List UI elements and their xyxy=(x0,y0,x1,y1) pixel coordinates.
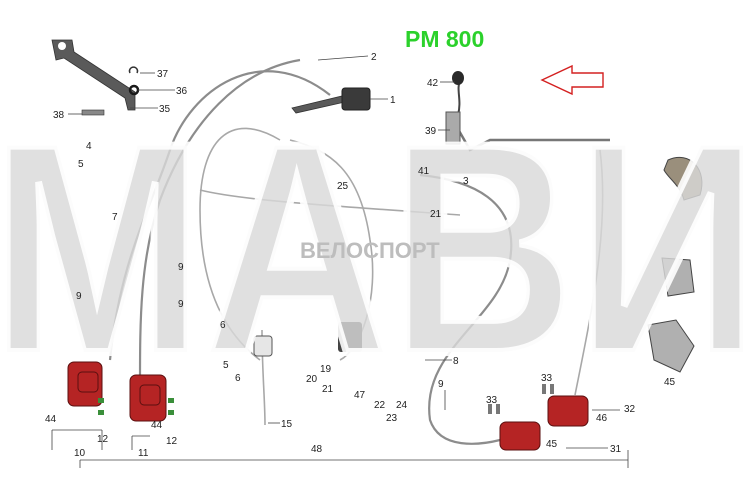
label-47: 47 xyxy=(354,390,366,401)
spring-clip xyxy=(128,66,139,74)
label-23: 23 xyxy=(386,413,398,424)
label-37: 37 xyxy=(157,69,169,80)
part-labels: 1 2 3 4 5 5 6 6 7 8 9 9 9 9 10 11 12 12 … xyxy=(45,52,676,459)
bolt xyxy=(168,410,174,415)
label-42: 42 xyxy=(427,78,439,89)
label-2: 2 xyxy=(371,52,377,63)
arrow-left-outline-icon xyxy=(540,64,604,96)
label-33a: 33 xyxy=(486,395,498,406)
label-33b: 33 xyxy=(541,373,553,384)
valve-block xyxy=(338,322,362,352)
watermark: MABИ ВЕЛОСПОРТ xyxy=(0,76,746,420)
caliper-piston xyxy=(139,384,161,406)
label-5a: 5 xyxy=(78,159,84,170)
label-21a: 21 xyxy=(322,384,334,395)
label-36: 36 xyxy=(176,86,188,97)
brake-hoses xyxy=(108,58,604,445)
brake-lever-assembly xyxy=(291,87,371,114)
label-20: 20 xyxy=(306,374,318,385)
brake-pad xyxy=(647,319,695,373)
label-9d: 9 xyxy=(438,379,444,390)
label-41: 41 xyxy=(418,166,430,177)
rear-brake-hose xyxy=(419,173,513,445)
label-31: 31 xyxy=(610,444,622,455)
label-8: 8 xyxy=(453,356,459,367)
rear-brake-hose-2 xyxy=(574,149,604,396)
label-7: 7 xyxy=(112,212,118,223)
brake-pad xyxy=(661,257,695,297)
label-9a: 9 xyxy=(178,262,184,273)
front-brake-hose xyxy=(108,70,331,361)
label-5b: 5 xyxy=(223,360,229,371)
rear-linkage xyxy=(445,71,610,152)
pin xyxy=(81,109,105,116)
rear-caliper-upper xyxy=(547,395,589,427)
label-21b: 21 xyxy=(430,209,442,220)
bolt xyxy=(550,384,554,394)
label-38: 38 xyxy=(53,110,65,121)
rear-caliper-lower xyxy=(499,421,541,451)
bolts xyxy=(98,322,554,415)
label-25: 25 xyxy=(337,181,349,192)
watermark-text: MABИ xyxy=(0,80,746,416)
bolt xyxy=(168,398,174,403)
front-caliper-left xyxy=(67,361,103,407)
bolt xyxy=(488,404,492,414)
label-6a: 6 xyxy=(220,320,226,331)
caliper-piston xyxy=(77,371,99,393)
hose-loop-left xyxy=(199,127,281,361)
label-45a: 45 xyxy=(546,439,558,450)
label-10: 10 xyxy=(74,448,86,459)
adjuster-knob xyxy=(452,71,464,85)
label-44a: 44 xyxy=(45,414,57,425)
bolt xyxy=(496,404,500,414)
label-22: 22 xyxy=(374,400,386,411)
label-39: 39 xyxy=(425,126,437,137)
pedal-bracket xyxy=(51,39,136,111)
label-24: 24 xyxy=(396,400,408,411)
front-caliper-right xyxy=(129,374,167,422)
watermark-subtext: ВЕЛОСПОРТ xyxy=(300,238,440,263)
bolt xyxy=(98,410,104,415)
label-6b: 6 xyxy=(235,373,241,384)
label-48: 48 xyxy=(311,444,323,455)
label-44b: 44 xyxy=(151,420,163,431)
label-9c: 9 xyxy=(76,291,82,302)
label-12a: 12 xyxy=(97,434,109,445)
label-45b: 45 xyxy=(664,377,676,388)
bolt xyxy=(98,398,104,403)
label-35: 35 xyxy=(159,104,171,115)
model-title: PM 800 xyxy=(405,26,485,52)
cross-hose xyxy=(199,189,461,216)
label-32: 32 xyxy=(624,404,636,415)
label-19: 19 xyxy=(320,364,332,375)
label-15: 15 xyxy=(281,419,293,430)
label-12b: 12 xyxy=(166,436,178,447)
label-3: 3 xyxy=(463,176,469,187)
bracket-hole xyxy=(58,42,66,50)
brake-pads xyxy=(647,157,703,373)
label-9b: 9 xyxy=(178,299,184,310)
front-brake-hose-2 xyxy=(138,58,301,386)
leader-lines xyxy=(51,55,629,468)
linkage-plate xyxy=(445,111,461,145)
bolt xyxy=(542,384,546,394)
label-1: 1 xyxy=(390,95,396,106)
caliper-bracket xyxy=(663,157,703,201)
label-4: 4 xyxy=(86,141,92,152)
label-46: 46 xyxy=(596,413,608,424)
brake-switch xyxy=(253,335,273,357)
caliper-body xyxy=(547,395,589,427)
label-11: 11 xyxy=(138,448,149,459)
caliper-body xyxy=(499,421,541,451)
